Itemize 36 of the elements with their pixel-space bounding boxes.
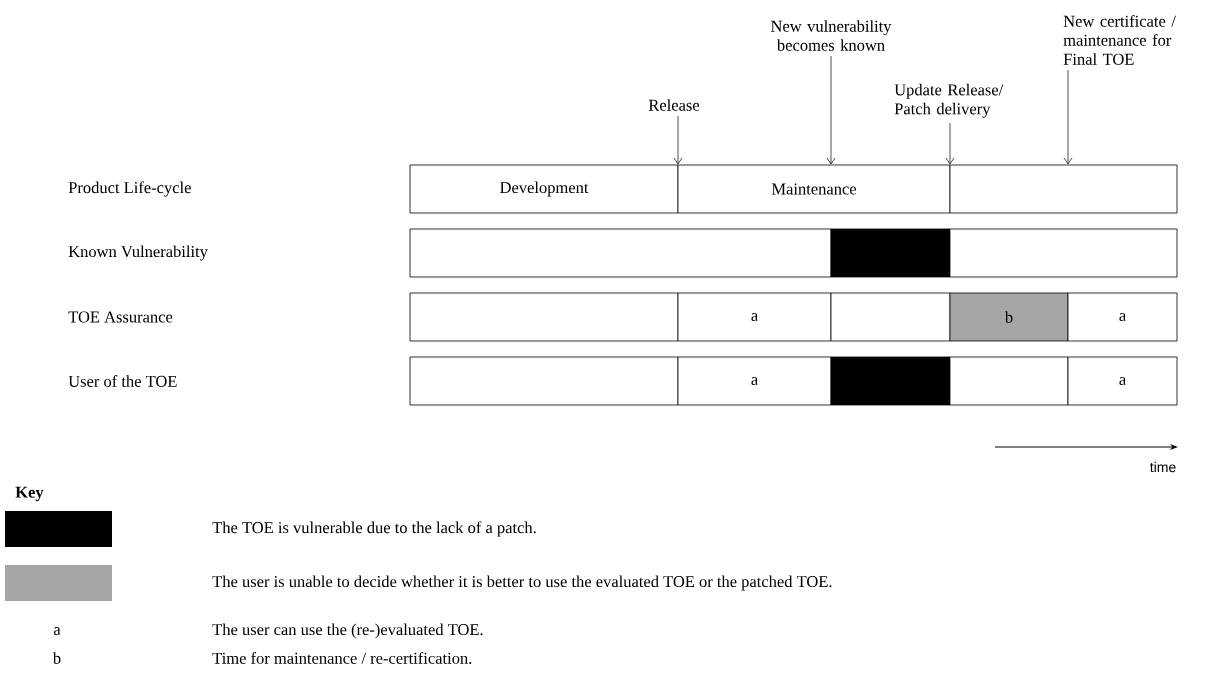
arrow <box>826 55 836 165</box>
timeline-segment: a <box>677 356 832 406</box>
legend-text: The user can use the (re-)evaluated TOE. <box>212 623 483 639</box>
row-label: TOE Assurance <box>68 311 173 323</box>
annotation-text: New vulnerability becomes known <box>771 20 892 51</box>
timeline-segment <box>830 228 951 278</box>
timeline-segment <box>409 356 679 406</box>
timeline-segment <box>949 228 1178 278</box>
axis-label: time <box>1150 461 1176 473</box>
arrow <box>945 122 955 165</box>
timeline-segment <box>830 292 951 342</box>
key-letter: b <box>52 652 61 664</box>
timeline-segment <box>409 228 832 278</box>
timeline-segment: a <box>677 292 832 342</box>
key-heading: Key <box>15 486 44 502</box>
timeline-segment: b <box>949 292 1069 342</box>
timeline-segment <box>949 164 1178 214</box>
timeline-segment <box>949 356 1069 406</box>
annotation-text: Update Release/ Patch delivery <box>894 83 1004 118</box>
annotation-text: New certificate / maintenance for Final TOE <box>1063 15 1176 65</box>
timeline-segment: Maintenance <box>677 164 951 214</box>
legend-text: Time for maintenance / re-certification. <box>212 652 472 664</box>
timeline-segment: a <box>1067 356 1178 406</box>
row-label: Product Life-cycle <box>68 181 191 197</box>
legend-text: The user is unable to decide whether it is better to use the evaluated TOE or the patched TOE. <box>212 575 832 591</box>
row-label: Known Vulnerability <box>68 245 208 261</box>
arrow <box>673 115 683 165</box>
annotation-text: Release <box>648 99 700 111</box>
timeline-segment <box>409 292 679 342</box>
arrow <box>1063 69 1073 165</box>
key-letter: a <box>53 627 61 635</box>
timeline-segment <box>830 356 951 406</box>
timeline-segment: Development <box>409 164 679 214</box>
timeline-segment: a <box>1067 292 1178 342</box>
row-label: User of the TOE <box>68 375 177 387</box>
legend-text: The TOE is vulnerable due to the lack of a patch. <box>212 521 536 537</box>
